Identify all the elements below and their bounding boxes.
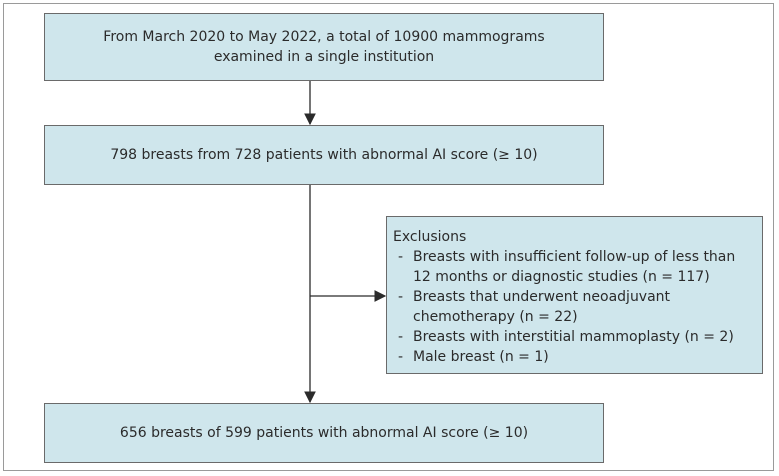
box-initial-line1: From March 2020 to May 2022, a total of …: [103, 29, 545, 45]
exclusion-item: - Breasts with interstitial mammoplasty …: [393, 327, 762, 347]
exclusions-list: - Breasts with insufficient follow-up of…: [393, 247, 762, 367]
exclusion-item-line1: Breasts that underwent neoadjuvant: [413, 289, 671, 305]
exclusion-item-line2: chemotherapy (n = 22): [413, 309, 578, 325]
box-exclusions: Exclusions - Breasts with insufficient f…: [386, 216, 763, 374]
exclusion-item-line2: 12 months or diagnostic studies (n = 117…: [413, 269, 710, 285]
box-initial-line2: examined in a single institution: [213, 49, 435, 65]
bullet-dash: -: [398, 329, 404, 345]
bullet-dash: -: [398, 249, 404, 265]
figure-frame: [3, 3, 774, 471]
box-final-cohort: 656 breasts of 599 patients with abnorma…: [44, 403, 604, 463]
bullet-dash: -: [398, 349, 404, 365]
exclusion-item-line1: Breasts with interstitial mammoplasty (n…: [413, 329, 734, 345]
exclusions-title: Exclusions: [393, 229, 467, 245]
exclusion-item: - Breasts that underwent neoadjuvant che…: [393, 287, 762, 327]
exclusion-item: - Breasts with insufficient follow-up of…: [393, 247, 762, 287]
exclusion-item: - Male breast (n = 1): [393, 347, 762, 367]
exclusion-item-line1: Male breast (n = 1): [413, 349, 549, 365]
box-final-cohort-text: 656 breasts of 599 patients with abnorma…: [119, 425, 529, 441]
box-abnormal-ai: 798 breasts from 728 patients with abnor…: [44, 125, 604, 185]
bullet-dash: -: [398, 289, 404, 305]
box-abnormal-ai-text: 798 breasts from 728 patients with abnor…: [110, 147, 538, 163]
box-initial-cohort: From March 2020 to May 2022, a total of …: [44, 13, 604, 81]
exclusion-item-line1: Breasts with insufficient follow-up of l…: [413, 249, 736, 265]
